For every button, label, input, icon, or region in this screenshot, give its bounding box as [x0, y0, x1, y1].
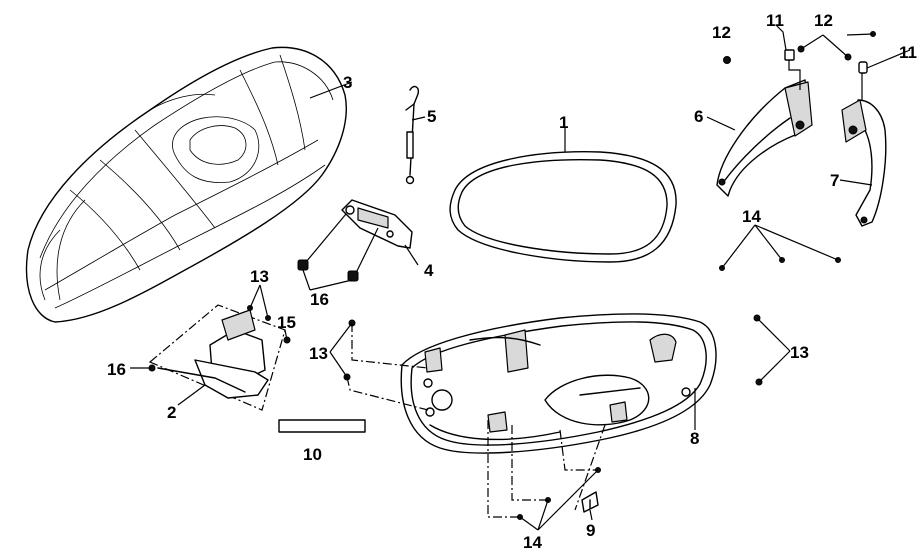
callout-13-right: 13	[790, 343, 809, 362]
callout-8: 8	[690, 429, 699, 448]
callout-11-right: 11	[899, 43, 917, 62]
callout-14-bottom: 14	[523, 533, 542, 552]
callout-14-right: 14	[742, 207, 761, 226]
callout-7: 7	[830, 171, 839, 190]
callout-12-right: 12	[814, 11, 833, 30]
part-label-strip	[278, 419, 366, 433]
part-stay-cable	[405, 85, 420, 185]
callout-13-bracket: 13	[250, 267, 269, 286]
callout-11-left: 11	[766, 11, 784, 30]
part-screws-14-right	[719, 257, 841, 271]
part-bolts-16	[297, 213, 379, 282]
part-screws-13-box	[343, 319, 429, 411]
part-seat	[25, 46, 347, 323]
callout-3: 3	[343, 73, 352, 92]
part-latch-bracket	[341, 199, 413, 249]
part-bracket-assembly	[148, 304, 291, 411]
callout-10: 10	[303, 445, 322, 464]
part-grab-rail-left	[716, 79, 813, 197]
callout-6: 6	[694, 107, 703, 126]
callout-16-bracket: 16	[107, 360, 126, 379]
part-seal-gasket	[449, 151, 677, 263]
callout-2: 2	[167, 403, 176, 422]
callout-16-latch: 16	[310, 290, 329, 309]
part-screws-14-bottom	[487, 420, 606, 520]
callout-labels: 1 2 3 4 5 6 7 8 9 10 11 11 12 12 13 13 1…	[107, 11, 917, 552]
callout-4: 4	[424, 261, 434, 280]
callout-12-left: 12	[712, 23, 731, 42]
callout-1: 1	[559, 113, 568, 132]
callout-15: 15	[277, 313, 296, 332]
part-fasteners-11-12	[723, 31, 876, 100]
callout-13-box: 13	[309, 344, 328, 363]
part-helmet-box	[400, 313, 717, 454]
part-latch-piece	[581, 491, 599, 513]
callout-5: 5	[427, 107, 436, 126]
callout-9: 9	[586, 521, 595, 540]
part-grab-rail-right	[841, 99, 887, 227]
callout-leaders	[130, 24, 911, 531]
part-screws-13-right	[753, 314, 763, 386]
